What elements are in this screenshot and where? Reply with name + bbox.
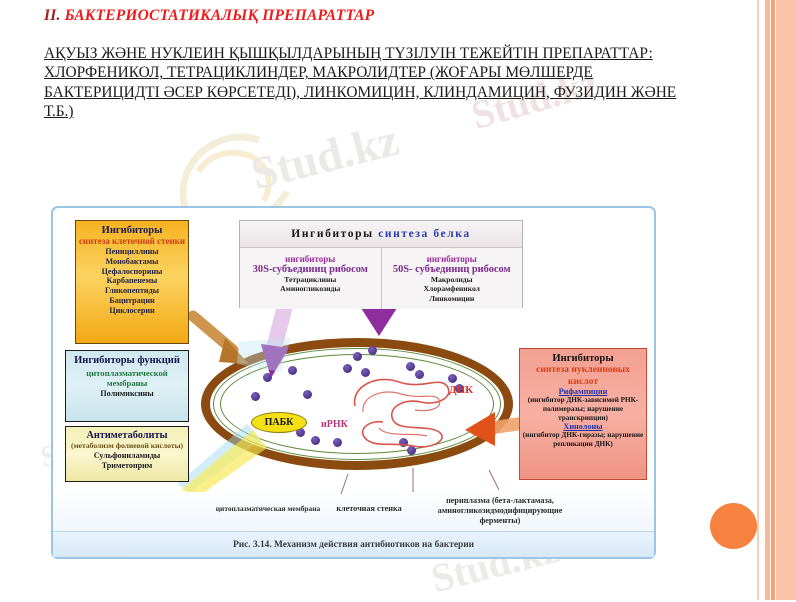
- arrow-30s-ribosome: [261, 304, 293, 378]
- figure-caption-bar: Рис. 3.14. Механизм действия антибиотико…: [53, 531, 654, 557]
- figure-container: ДНК иРНК ПАБК: [51, 206, 656, 559]
- box-item: Бацитрацин: [109, 295, 155, 305]
- box-heading: Ингибиторы: [552, 353, 614, 364]
- box-protein-synthesis-inhibitors: Ингибиторы синтеза белка ингибиторы 30S-…: [239, 220, 523, 309]
- ribosome-dot: [399, 438, 408, 447]
- ribosome-dot: [415, 370, 424, 379]
- ribosome-dot: [333, 438, 342, 447]
- label-cell-wall: клеточная стенка: [336, 504, 402, 513]
- box-subheading: синтеза нуклеиновых кислот: [536, 364, 630, 387]
- dna-strand-icon: [353, 378, 450, 448]
- periplasm-ring: [213, 348, 501, 460]
- decor-stripe-1: [757, 0, 759, 600]
- ribosome-dot: [368, 346, 377, 355]
- ribosome-dot: [361, 368, 370, 377]
- box-drug-note: (ингибитор ДНК-зависимой РНК-полимеразы;…: [527, 396, 639, 422]
- box-subheading: синтеза клеточной стенки: [78, 236, 186, 246]
- box-item: Пенициллины: [105, 247, 159, 256]
- page-title-number: II.: [44, 7, 61, 24]
- box-heading: Ингибиторы: [101, 225, 163, 236]
- box-drug-note: (ингибитор ДНК-гиразы; нарушение реплика…: [522, 431, 644, 449]
- box-item: Циклосерин: [109, 305, 155, 315]
- box-item: Триметоприм: [101, 460, 153, 470]
- column-item: Линкомицин: [429, 293, 475, 303]
- box-drug-name: Хинолоны: [563, 422, 603, 432]
- page-title: II. БАКТЕРИОСТАТИКАЛЫҚ ПРЕПАРАТТАР: [44, 7, 374, 25]
- decor-stripe-4: [776, 0, 796, 600]
- box-item: Гликопептиды: [104, 286, 159, 296]
- column-subheading: 50S- субъединиц рибосом: [392, 264, 511, 275]
- ribosome-dot: [455, 384, 464, 393]
- box-item: Цефалоспорины: [101, 266, 163, 276]
- box-heading: Ингибиторы функций: [74, 355, 180, 366]
- ribosome-dot: [251, 392, 260, 401]
- decor-orange-circle: [710, 503, 757, 549]
- box-item: Полимиксины: [100, 388, 154, 398]
- dna-label: ДНК: [449, 384, 474, 396]
- box-item: Сульфониламиды: [93, 450, 161, 460]
- decor-stripe-3: [771, 0, 775, 600]
- slide-body-text: АҚУЫЗ ЖӘНЕ НУКЛЕИН ҚЫШҚЫЛДАРЫНЫҢ ТҮЗІЛУІ…: [44, 45, 677, 121]
- column-heading: ингибиторы: [285, 254, 336, 264]
- ribosome-dot: [303, 390, 312, 399]
- box-subheading: (метаболизм фолиевой кислоты): [70, 441, 184, 450]
- box-heading-part2: синтеза белка: [378, 228, 471, 240]
- figure-caption: Рис. 3.14. Механизм действия антибиотико…: [232, 539, 475, 550]
- box-heading: Антиметаболиты: [86, 430, 168, 441]
- ribosome-dot: [448, 374, 457, 383]
- callout-leader-lines: [340, 468, 500, 495]
- ribosome-dot: [407, 446, 416, 455]
- box-antimetabolites: Антиметаболиты (метаболизм фолиевой кисл…: [65, 426, 189, 482]
- column-heading: ингибиторы: [426, 254, 477, 264]
- mrna-label: иРНК: [321, 419, 348, 430]
- box-subheading: цитоплазматической мембраны: [86, 367, 168, 389]
- beam-antimetabolite: [177, 424, 267, 492]
- ribosome-dot: [353, 352, 362, 361]
- column-subheading: 30S-субъединиц рибосом: [252, 264, 368, 275]
- page-title-text: БАКТЕРИОСТАТИКАЛЫҚ ПРЕПАРАТТАР: [64, 7, 375, 24]
- ribosome-dot: [343, 364, 352, 373]
- box-item: Карбапенемы: [106, 276, 158, 286]
- box-item: Монобактамы: [105, 256, 159, 266]
- ribosome-dot: [288, 366, 297, 375]
- column-item: Хлорамфеникол: [423, 284, 480, 294]
- column-item: Аминогликозиды: [280, 284, 341, 294]
- ribosome-dot: [406, 362, 415, 371]
- cytoplasmic-membrane-ring: [220, 354, 494, 454]
- label-cytoplasmic-membrane: цитоплазматическая мембрана: [215, 504, 321, 513]
- label-periplasm: периплазма (бета-лактамаза, аминогликози…: [437, 496, 563, 525]
- ribosome-dot: [296, 428, 305, 437]
- box-drug-name: Рифампицин: [558, 387, 608, 396]
- pabk-label: ПАБК: [251, 412, 307, 433]
- box-heading-part1: Ингибиторы: [291, 228, 374, 240]
- box-membrane-inhibitors: Ингибиторы функций цитоплазматической ме…: [65, 350, 189, 422]
- box-nucleic-acid-inhibitors: Ингибиторы синтеза нуклеиновых кислот Ри…: [519, 348, 647, 480]
- ribosome-dot: [263, 373, 272, 382]
- column-item: Макролиды: [430, 275, 473, 284]
- beam-membrane: [237, 338, 291, 372]
- ribosome-dot: [311, 436, 320, 445]
- arrow-cell-wall: [189, 310, 249, 364]
- box-column-50s: ингибиторы 50S- субъединиц рибосом Макро…: [380, 248, 522, 309]
- decor-stripe-2: [765, 0, 770, 600]
- box-column-30s: ингибиторы 30S-субъединиц рибосом Тетрац…: [240, 248, 381, 309]
- box-cell-wall-inhibitors: Ингибиторы синтеза клеточной стенки Пени…: [75, 220, 189, 344]
- box-heading: Ингибиторы синтеза белка: [240, 221, 522, 248]
- column-item: Тетрациклины: [284, 275, 337, 284]
- bacteria-cell-illustration: ДНК иРНК ПАБК: [177, 292, 538, 498]
